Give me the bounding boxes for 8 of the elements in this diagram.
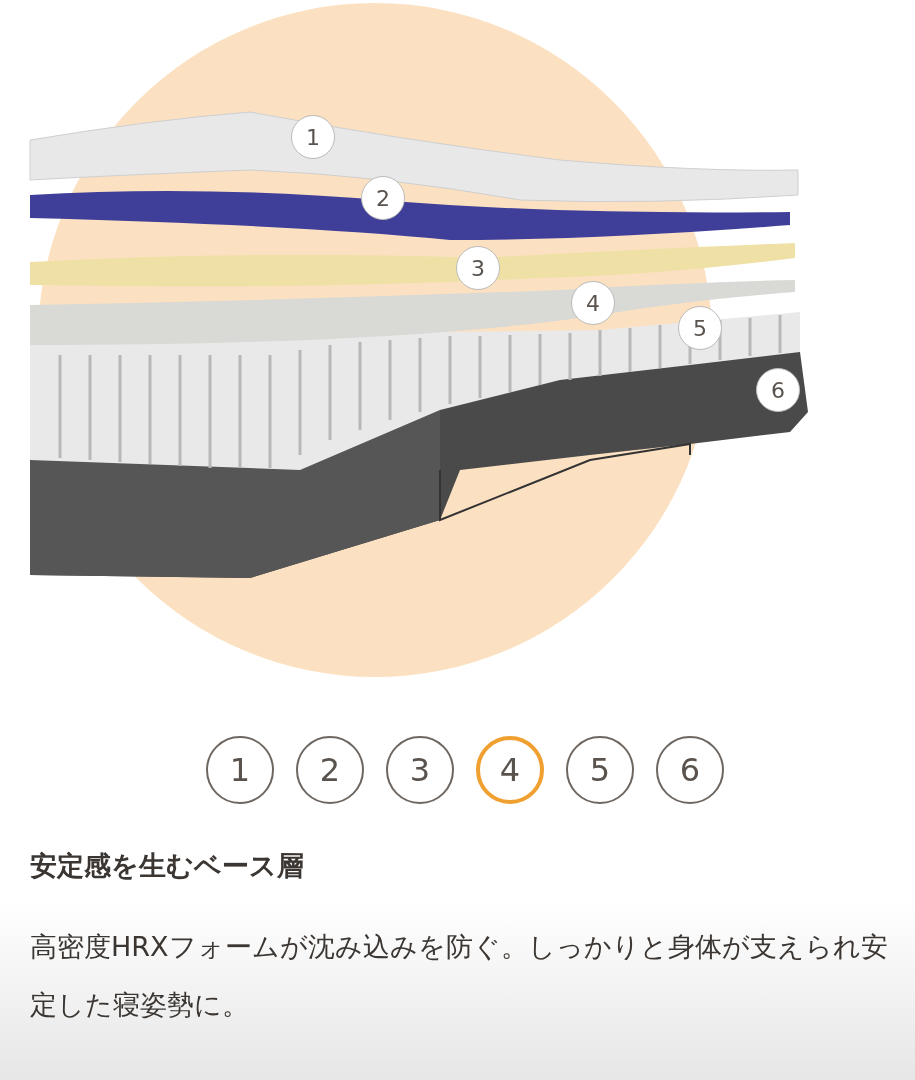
step-button: 3	[386, 736, 454, 804]
step-button: 5	[566, 736, 634, 804]
heading: 安定感を生むベース層	[30, 849, 304, 883]
step-button: 2	[296, 736, 364, 804]
selected-step-button: 4	[476, 736, 544, 804]
description-text: 高密度HRXフォームが沈み込みを防ぐ。しっかりと身体が支えられ安定した寝姿勢に。	[30, 930, 889, 1022]
step-button: 6	[656, 736, 724, 804]
step-button: 1	[206, 736, 274, 804]
